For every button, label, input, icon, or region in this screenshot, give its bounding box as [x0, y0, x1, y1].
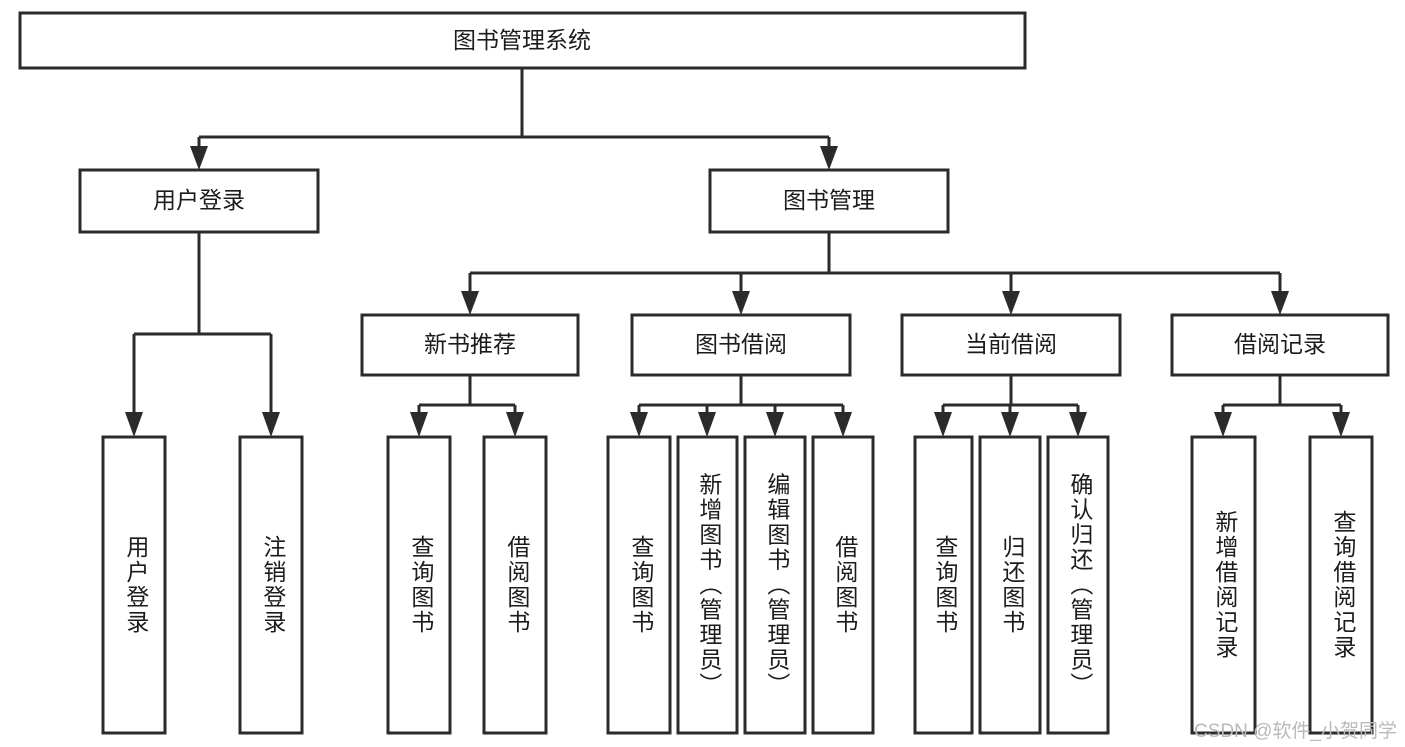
arrowhead-book-borrow	[732, 291, 750, 315]
node-book-borrow[interactable]: 图书借阅	[630, 313, 852, 377]
node-leaf-borrow-book-1[interactable]: 借阅图书	[482, 435, 548, 735]
arrowhead-leaf-user-logout	[262, 412, 280, 437]
new-book-recommend-box[interactable]	[360, 313, 580, 377]
arrowhead-leaf-edit-book	[766, 412, 784, 437]
leaf-add-book-label: 新增图书（管理员）	[696, 473, 723, 698]
leaf-return-book-box[interactable]	[978, 435, 1042, 735]
arrowhead-current-borrow	[1002, 291, 1020, 315]
node-leaf-borrow-book-2[interactable]: 借阅图书	[811, 435, 875, 735]
leaf-user-logout-label: 注销登录	[260, 535, 287, 635]
root-box[interactable]	[18, 11, 1027, 70]
node-leaf-user-logout[interactable]: 注销登录	[238, 435, 304, 735]
borrow-record-box[interactable]	[1170, 313, 1390, 377]
current-borrow-label: 当前借阅	[965, 331, 1057, 357]
leaf-query-book-1-label: 查询图书	[408, 535, 435, 635]
arrowhead-leaf-user-login	[125, 412, 143, 437]
node-leaf-query-book-3[interactable]: 查询图书	[913, 435, 974, 735]
node-leaf-query-record[interactable]: 查询借阅记录	[1308, 435, 1374, 735]
leaf-query-record-label: 查询借阅记录	[1330, 510, 1357, 660]
node-borrow-record[interactable]: 借阅记录	[1170, 313, 1390, 377]
leaf-borrow-book-2-box[interactable]	[811, 435, 875, 735]
node-user-login[interactable]: 用户登录	[78, 168, 320, 234]
leaf-user-login-box[interactable]	[101, 435, 167, 735]
leaf-edit-book-label: 编辑图书（管理员）	[764, 473, 791, 698]
node-root[interactable]: 图书管理系统	[18, 11, 1027, 70]
leaf-return-book-label: 归还图书	[999, 535, 1026, 635]
leaf-add-record-box[interactable]	[1190, 435, 1257, 735]
user-login-label: 用户登录	[153, 187, 245, 213]
node-leaf-query-book-2[interactable]: 查询图书	[606, 435, 672, 735]
arrowhead-leaf-add-book	[698, 412, 716, 437]
arrowhead-leaf-return-book	[1001, 412, 1019, 437]
node-leaf-add-book[interactable]: 新增图书（管理员）	[676, 435, 739, 735]
root-label: 图书管理系统	[453, 27, 591, 53]
arrowhead-leaf-borrow-book-2	[834, 412, 852, 437]
arrowhead-leaf-borrow-book-1	[506, 412, 524, 437]
node-leaf-query-book-1[interactable]: 查询图书	[386, 435, 452, 735]
arrowhead-leaf-query-book-3	[934, 412, 952, 437]
arrowhead-leaf-query-book-1	[410, 412, 428, 437]
arrowhead-leaf-add-record	[1214, 412, 1232, 437]
arrowhead-leaf-confirm-return	[1069, 412, 1087, 437]
book-borrow-box[interactable]	[630, 313, 852, 377]
node-leaf-user-login[interactable]: 用户登录	[101, 435, 167, 735]
arrowhead-borrow-record	[1271, 291, 1289, 315]
leaf-query-book-2-box[interactable]	[606, 435, 672, 735]
leaf-add-record-label: 新增借阅记录	[1212, 510, 1239, 660]
node-book-manage[interactable]: 图书管理	[708, 168, 950, 234]
node-leaf-edit-book[interactable]: 编辑图书（管理员）	[743, 435, 807, 735]
node-leaf-add-record[interactable]: 新增借阅记录	[1190, 435, 1257, 735]
leaf-borrow-book-1-label: 借阅图书	[504, 535, 531, 635]
arrowhead-book-manage	[820, 146, 838, 170]
leaf-edit-book-box[interactable]	[743, 435, 807, 735]
leaf-query-book-2-label: 查询图书	[628, 535, 655, 635]
arrowhead-leaf-query-book-2	[630, 412, 648, 437]
book-manage-box[interactable]	[708, 168, 950, 234]
leaf-user-login-label: 用户登录	[123, 535, 150, 635]
user-login-box[interactable]	[78, 168, 320, 234]
leaf-user-logout-box[interactable]	[238, 435, 304, 735]
leaf-confirm-return-label: 确认归还（管理员）	[1067, 473, 1094, 698]
leaf-query-record-box[interactable]	[1308, 435, 1374, 735]
node-leaf-return-book[interactable]: 归还图书	[978, 435, 1042, 735]
connector-layer	[125, 68, 1350, 437]
watermark-text: CSDN @软件_小贺同学	[1194, 721, 1397, 742]
leaf-borrow-book-2-label: 借阅图书	[832, 535, 859, 635]
leaf-borrow-book-1-box[interactable]	[482, 435, 548, 735]
leaf-confirm-return-box[interactable]	[1046, 435, 1110, 735]
current-borrow-box[interactable]	[900, 313, 1122, 377]
node-current-borrow[interactable]: 当前借阅	[900, 313, 1122, 377]
book-borrow-label: 图书借阅	[695, 331, 787, 357]
leaf-query-book-3-label: 查询图书	[932, 535, 959, 635]
arrowhead-leaf-query-record	[1332, 412, 1350, 437]
node-leaf-confirm-return[interactable]: 确认归还（管理员）	[1046, 435, 1110, 735]
node-new-book-recommend[interactable]: 新书推荐	[360, 313, 580, 377]
borrow-record-label: 借阅记录	[1234, 331, 1326, 357]
leaf-query-book-3-box[interactable]	[913, 435, 974, 735]
book-manage-label: 图书管理	[783, 187, 875, 213]
new-book-recommend-label: 新书推荐	[424, 331, 516, 357]
arrowhead-user-login	[190, 146, 208, 170]
leaf-add-book-box[interactable]	[676, 435, 739, 735]
leaf-query-book-1-box[interactable]	[386, 435, 452, 735]
arrowhead-new-book-recommend	[461, 291, 479, 315]
